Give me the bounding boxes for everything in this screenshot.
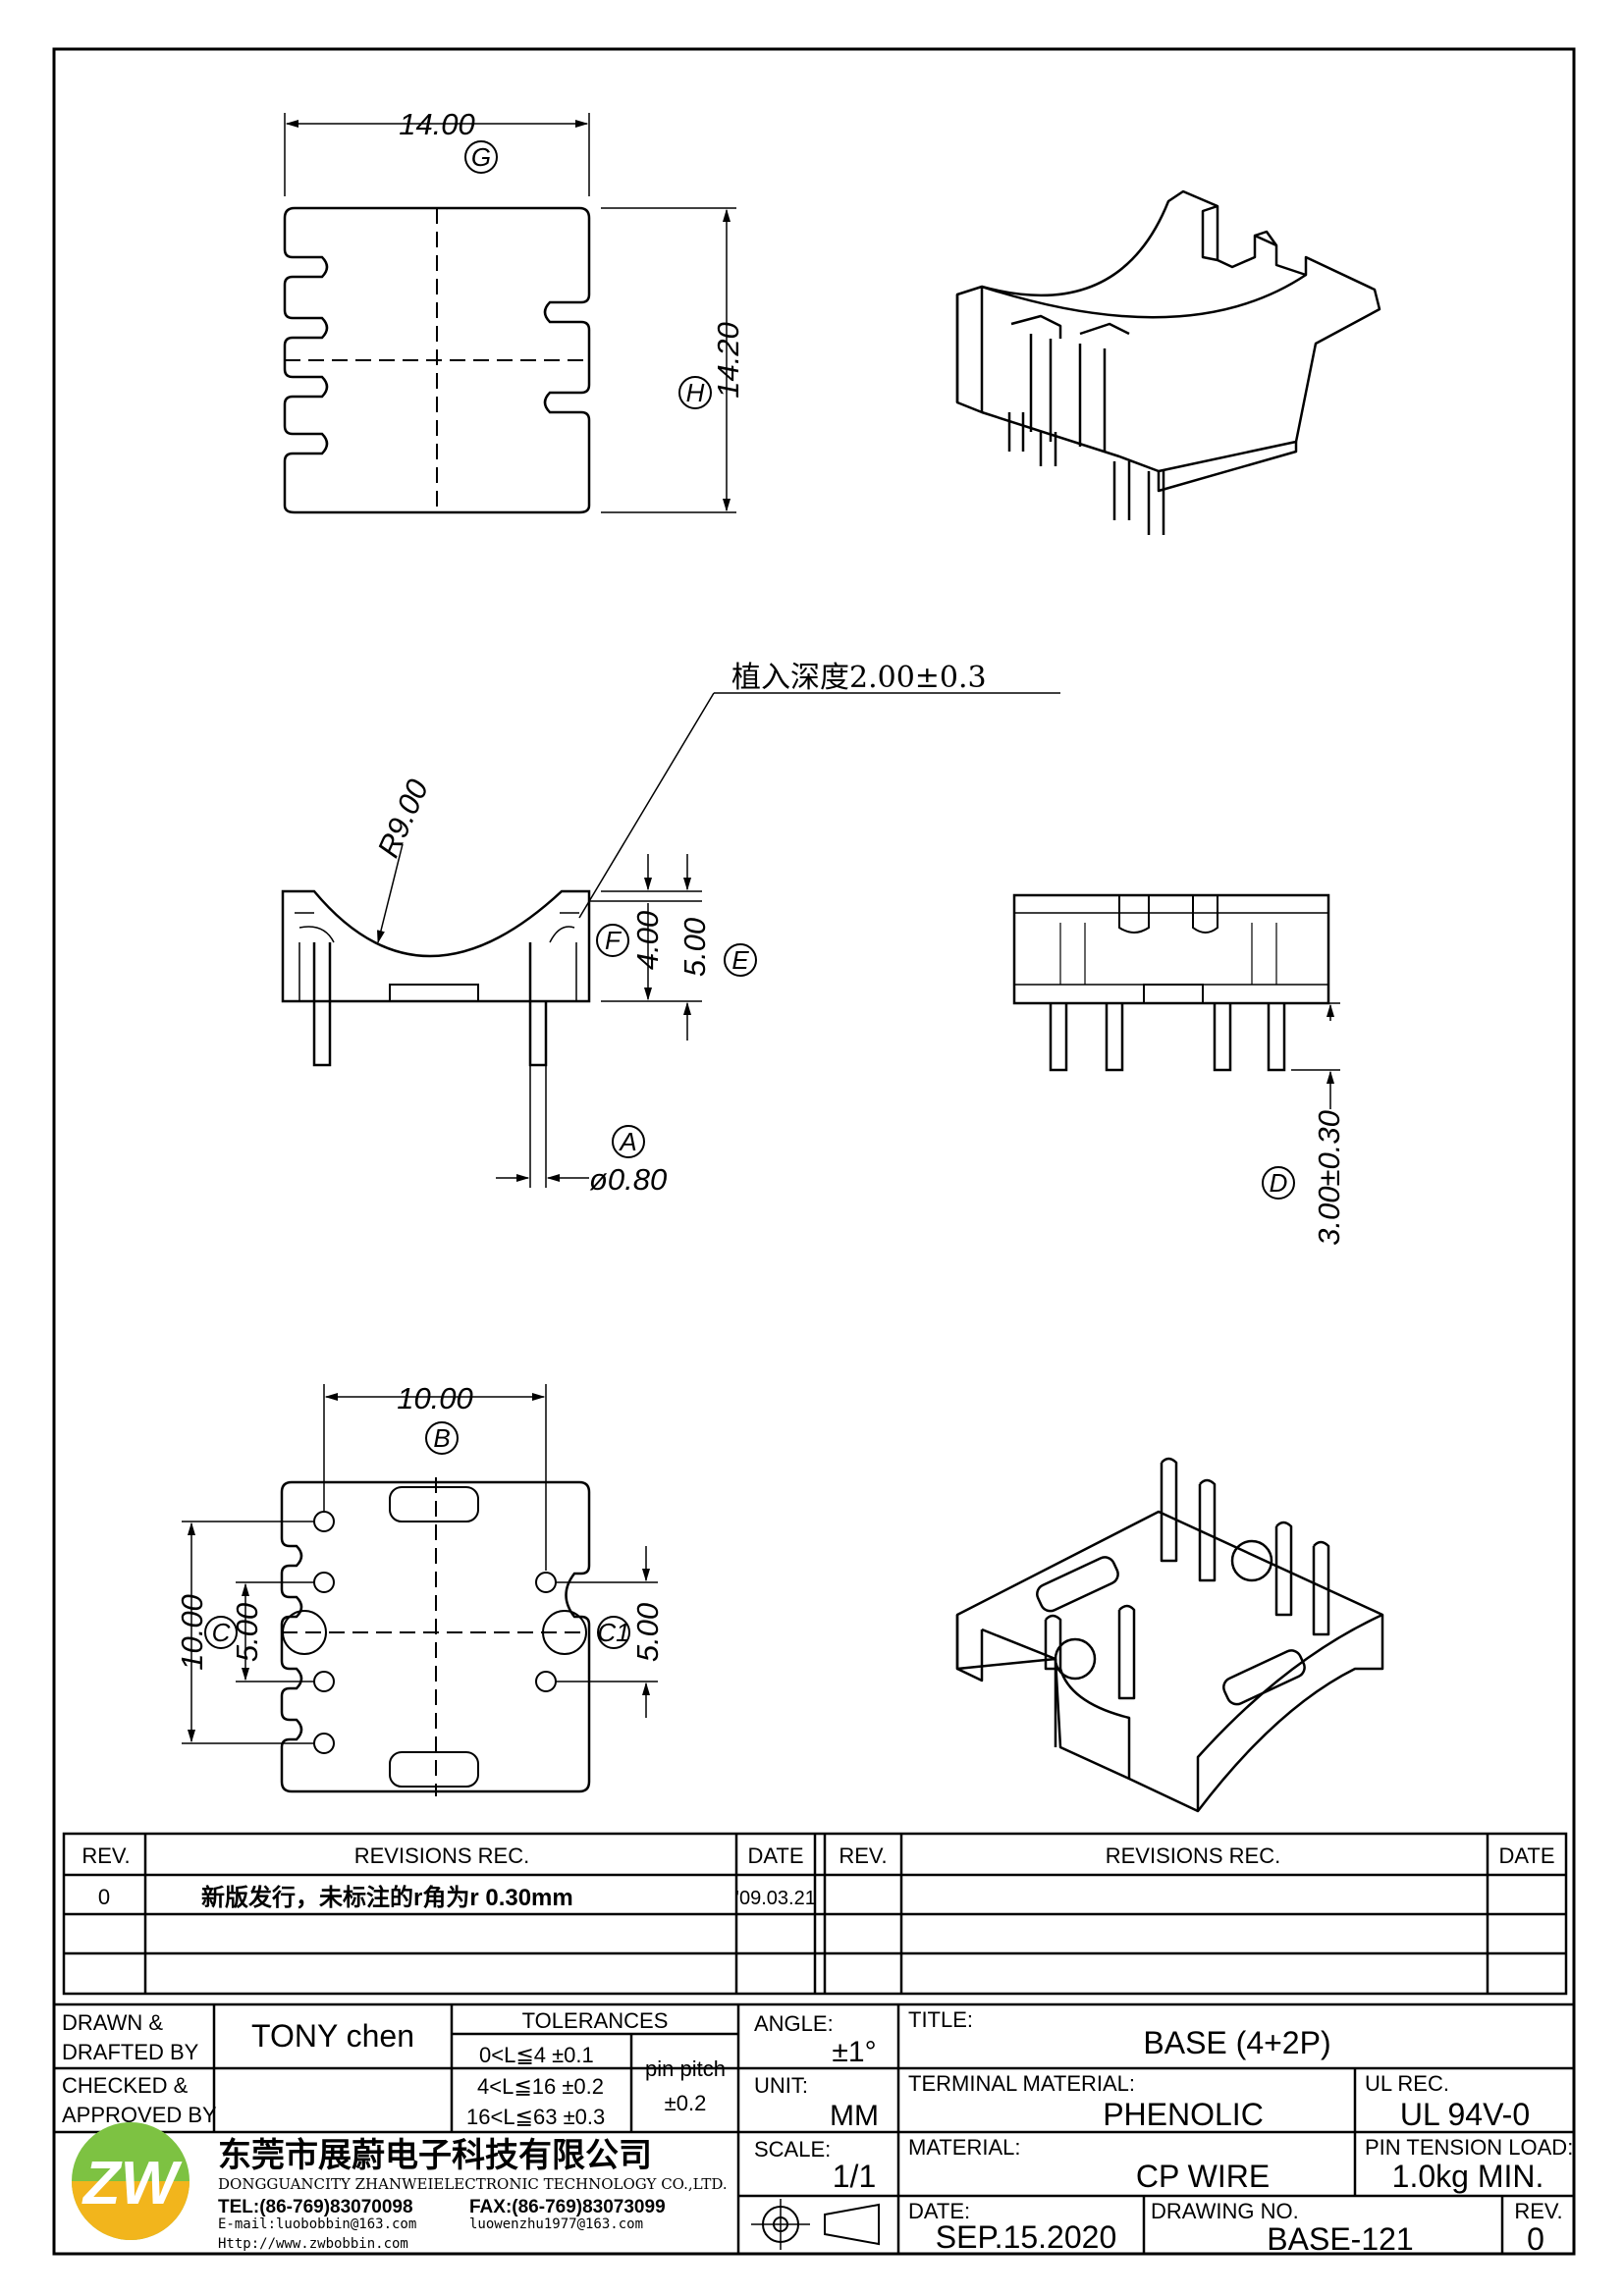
rec-header-right: REVISIONS REC.: [1106, 1843, 1280, 1868]
dim-pitch-right: 5.00: [630, 1603, 665, 1662]
company-fax: FAX:(86-769)83073099: [469, 2197, 666, 2217]
label-f: F: [605, 926, 623, 955]
tolerances-label: TOLERANCES: [522, 2008, 669, 2033]
company-tel: TEL:(86-769)83070098: [218, 2197, 413, 2217]
date-header-right: DATE: [1498, 1843, 1554, 1868]
isometric-bottom-view: [955, 1457, 1384, 1813]
dim-pin-diameter: ø0.80: [589, 1162, 667, 1197]
dim-pitch-left: 5.00: [230, 1603, 264, 1662]
scale-value: 1/1: [833, 2159, 876, 2194]
ul-value: UL 94V-0: [1400, 2097, 1530, 2132]
tolerance-3: 16<L≦63 ±0.3: [466, 2105, 605, 2129]
ul-label: UL REC.: [1365, 2071, 1449, 2096]
dim-row-span: 10.00: [175, 1594, 209, 1671]
company-name-en: DONGGUANCITY ZHANWEIELECTRONIC TECHNOLOG…: [218, 2175, 728, 2193]
date-label: DATE:: [908, 2199, 970, 2223]
pin-tension-value: 1.0kg MIN.: [1392, 2159, 1544, 2194]
unit-label: UNIT:: [754, 2073, 808, 2098]
checked-label-2: APPROVED BY: [62, 2103, 217, 2127]
company-logo: ZW: [72, 2122, 189, 2240]
title-value: BASE (4+2P): [1143, 2025, 1330, 2060]
drawn-label-1: DRAWN &: [62, 2010, 163, 2035]
angle-value: ±1°: [832, 2036, 876, 2068]
label-c: C: [212, 1618, 231, 1647]
pin-pitch-label: pin pitch: [645, 2056, 726, 2081]
unit-value: MM: [830, 2100, 879, 2132]
rec-header-left: REVISIONS REC.: [354, 1843, 529, 1868]
pin-depth-note: 植入深度2.00±0.3: [731, 661, 987, 695]
dim-height-e: 5.00: [677, 918, 712, 977]
rev-row1-rev: 0: [98, 1885, 110, 1909]
title-label: TITLE:: [908, 2007, 973, 2032]
tolerance-1: 0<L≦4 ±0.1: [479, 2043, 594, 2067]
label-b: B: [433, 1423, 450, 1453]
title-block: [52, 2002, 1576, 2256]
label-c1: C1: [597, 1618, 629, 1647]
revision-table: [62, 1832, 1568, 1996]
drawn-value: TONY chen: [251, 2018, 414, 2054]
isometric-top-view: [955, 189, 1381, 535]
rev-value: 0: [1527, 2221, 1544, 2257]
company-email-2: luowenzhu1977@163.com: [469, 2216, 643, 2232]
company-web: Http://www.zwbobbin.com: [218, 2236, 408, 2252]
label-h: H: [686, 378, 705, 407]
side-view: [1012, 893, 1340, 1200]
dim-radius: R9.00: [371, 774, 436, 863]
svg-text:ZW: ZW: [81, 2150, 183, 2217]
drawing-no-value: BASE-121: [1267, 2221, 1413, 2257]
label-e: E: [731, 945, 749, 975]
top-view: [283, 113, 736, 514]
label-a: A: [618, 1127, 636, 1156]
rev-label: REV.: [1514, 2199, 1562, 2223]
company-name-cn: 东莞市展蔚电子科技有限公司: [218, 2136, 652, 2175]
pin-tension-label: PIN TENSION LOAD:: [1365, 2135, 1573, 2160]
rev-row1-rec: 新版发行，未标注的r角为r 0.30mm: [201, 1884, 573, 1911]
terminal-value: PHENOLIC: [1103, 2097, 1264, 2132]
checked-label-1: CHECKED &: [62, 2073, 189, 2098]
tolerance-2: 4<L≦16 ±0.2: [477, 2074, 604, 2099]
material-label: MATERIAL:: [908, 2135, 1021, 2160]
rev-header-left: REV.: [81, 1843, 130, 1868]
rev-row1-date: '09.03.21: [735, 1888, 816, 1909]
pin-pitch-value: ±0.2: [665, 2091, 707, 2115]
drawing-no-label: DRAWING NO.: [1151, 2199, 1299, 2223]
label-d: D: [1270, 1168, 1288, 1198]
front-view: [281, 692, 1060, 1188]
label-g: G: [471, 142, 491, 172]
material-value: CP WIRE: [1136, 2159, 1270, 2194]
bottom-view: [182, 1384, 658, 1796]
company-email: E-mail:luobobbin@163.com: [218, 2216, 416, 2232]
terminal-label: TERMINAL MATERIAL:: [908, 2071, 1135, 2096]
drawn-label-2: DRAFTED BY: [62, 2040, 199, 2064]
scale-label: SCALE:: [754, 2137, 831, 2162]
angle-label: ANGLE:: [754, 2011, 834, 2036]
dim-pin-span: 10.00: [397, 1381, 473, 1415]
dim-height-f: 4.00: [630, 911, 665, 970]
date-value: SEP.15.2020: [936, 2219, 1116, 2255]
dim-width-top: 14.00: [399, 107, 475, 141]
dim-pin-length: 3.00±0.30: [1312, 1110, 1346, 1246]
date-header-left: DATE: [747, 1843, 803, 1868]
dim-height-top: 14.20: [711, 322, 745, 399]
rev-header-right: REV.: [839, 1843, 887, 1868]
